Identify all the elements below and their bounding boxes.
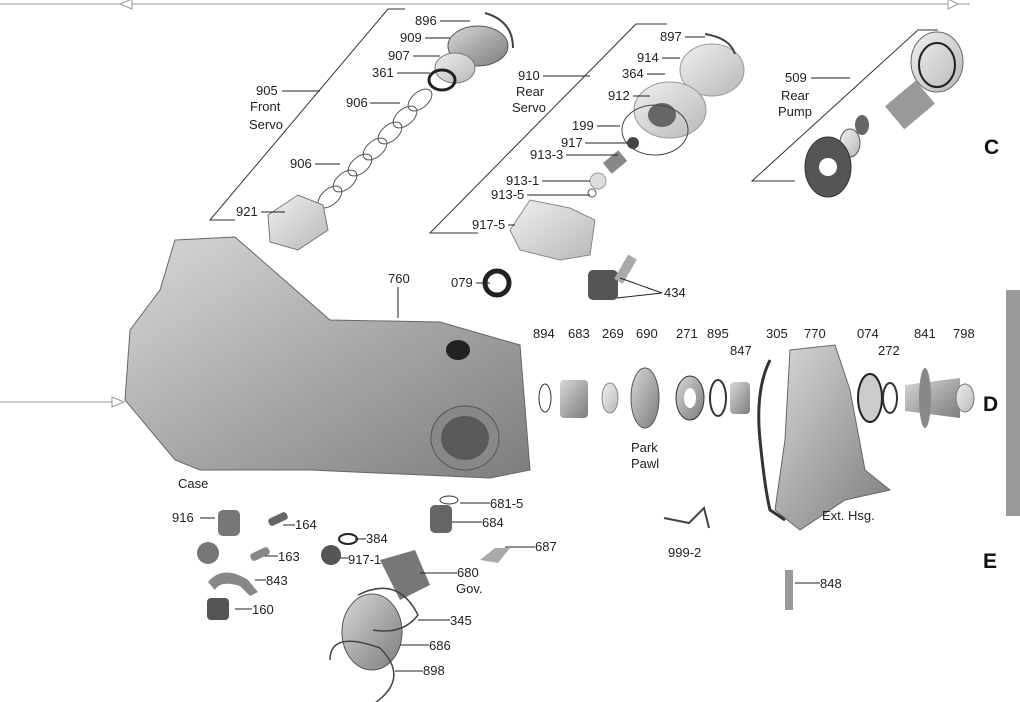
part-label-684: 684 bbox=[482, 515, 504, 530]
part-label-272: 272 bbox=[878, 343, 900, 358]
part-label-074: 074 bbox=[857, 326, 879, 341]
rear-pump-parts bbox=[804, 31, 964, 198]
section-marker-c: C bbox=[984, 136, 1000, 159]
part-label-798: 798 bbox=[953, 326, 975, 341]
part-label-896: 896 bbox=[415, 13, 437, 28]
part-label-916: 916 bbox=[172, 510, 194, 525]
part-label-906: 906 bbox=[346, 95, 368, 110]
leader-lines bbox=[200, 20, 850, 672]
part-label-199: 199 bbox=[572, 118, 594, 133]
park-pawl-label-line1: Park bbox=[631, 440, 658, 455]
part-label-848: 848 bbox=[820, 576, 842, 591]
front-servo-number: 905 bbox=[256, 83, 278, 98]
part-label-913-1: 913-1 bbox=[506, 173, 540, 188]
part-label-681-5: 681-5 bbox=[490, 496, 524, 511]
part-label-917-1: 917-1 bbox=[348, 552, 382, 567]
part-label-271: 271 bbox=[676, 326, 698, 341]
part-label-914: 914 bbox=[637, 50, 659, 65]
part-label-912: 912 bbox=[608, 88, 630, 103]
rear-pump-label-line1: Rear bbox=[781, 88, 810, 103]
part-label-361: 361 bbox=[372, 65, 394, 80]
section-marker-d: D bbox=[983, 393, 999, 416]
small-parts-row bbox=[482, 254, 975, 610]
rear-servo-label-line1: Rear bbox=[516, 84, 545, 99]
part-label-345: 345 bbox=[450, 613, 472, 628]
rear-servo-label-line2: Servo bbox=[512, 100, 546, 115]
part-label-163: 163 bbox=[278, 549, 300, 564]
part-label-909: 909 bbox=[400, 30, 422, 45]
front-servo-label-line2: Servo bbox=[249, 117, 283, 132]
page-edge-tab bbox=[1006, 290, 1020, 516]
rear-pump-number: 509 bbox=[785, 70, 807, 85]
park-pawl-label-line2: Pawl bbox=[631, 456, 660, 471]
governor-label: Gov. bbox=[456, 581, 483, 596]
part-label-907: 907 bbox=[388, 48, 410, 63]
group-brackets bbox=[208, 8, 938, 234]
part-label-690: 690 bbox=[636, 326, 658, 341]
part-label-894: 894 bbox=[533, 326, 555, 341]
reference-lines bbox=[0, 0, 970, 408]
ext-housing-caption: Ext. Hsg. bbox=[822, 508, 875, 523]
section-marker-e: E bbox=[983, 550, 998, 573]
part-label-917-5: 917-5 bbox=[472, 217, 506, 232]
part-label-841: 841 bbox=[914, 326, 936, 341]
part-label-999-2: 999-2 bbox=[668, 545, 702, 560]
part-label-269: 269 bbox=[602, 326, 624, 341]
case-caption: Case bbox=[178, 476, 209, 491]
part-label-921: 921 bbox=[236, 204, 258, 219]
rear-servo-number: 910 bbox=[518, 68, 540, 83]
part-label-770: 770 bbox=[804, 326, 826, 341]
part-label-434: 434 bbox=[664, 285, 686, 300]
part-label-384: 384 bbox=[366, 531, 388, 546]
part-label-164: 164 bbox=[295, 517, 317, 532]
transmission-case bbox=[124, 236, 531, 479]
part-label-913-5: 913-5 bbox=[491, 187, 525, 202]
bottom-parts bbox=[197, 495, 510, 702]
part-label-843: 843 bbox=[266, 573, 288, 588]
part-label-160: 160 bbox=[252, 602, 274, 617]
part-label-687: 687 bbox=[535, 539, 557, 554]
part-label-683: 683 bbox=[568, 326, 590, 341]
part-label-917: 917 bbox=[561, 135, 583, 150]
rear-pump-label-line2: Pump bbox=[778, 104, 812, 119]
part-label-305: 305 bbox=[766, 326, 788, 341]
part-label-079: 079 bbox=[451, 275, 473, 290]
front-servo-parts bbox=[267, 12, 514, 251]
part-label-895: 895 bbox=[707, 326, 729, 341]
part-label-898: 898 bbox=[423, 663, 445, 678]
part-label-913-3: 913-3 bbox=[530, 147, 564, 162]
part-label-897: 897 bbox=[660, 29, 682, 44]
front-servo-label-line1: Front bbox=[250, 99, 281, 114]
part-label-686: 686 bbox=[429, 638, 451, 653]
part-label-847: 847 bbox=[730, 343, 752, 358]
part-label-760: 760 bbox=[388, 271, 410, 286]
rear-servo-parts bbox=[509, 33, 745, 261]
part-label-364: 364 bbox=[622, 66, 644, 81]
governor-number: 680 bbox=[457, 565, 479, 580]
part-label-906: 906 bbox=[290, 156, 312, 171]
